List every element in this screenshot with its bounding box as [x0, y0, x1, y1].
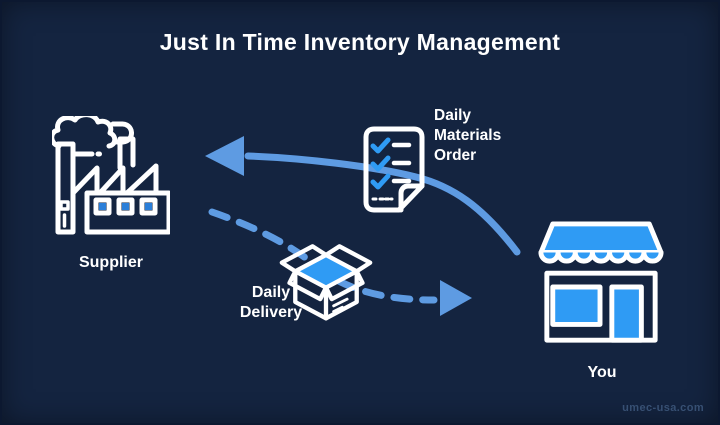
delivery-label-line: Daily: [251, 284, 291, 301]
watermark: umec-usa.com: [622, 402, 704, 414]
left-arrowhead-icon: [205, 136, 244, 176]
right-arrowhead-icon: [440, 280, 472, 316]
order-flow-arrow: [205, 136, 521, 256]
daily-materials-order-label: Daily Materials Order: [434, 106, 501, 166]
open-box-icon: [279, 244, 373, 321]
storefront-icon: [538, 221, 664, 343]
you-label: You: [587, 364, 617, 381]
order-label-line: Order: [434, 147, 477, 164]
page-title: Just In Time Inventory Management: [159, 29, 561, 55]
daily-delivery-label: Daily Delivery: [228, 283, 314, 323]
delivery-label-line: Delivery: [239, 304, 303, 321]
order-label-line: Daily: [434, 107, 472, 124]
supplier-label: Supplier: [78, 254, 143, 271]
checklist-document-icon: [363, 126, 425, 213]
order-label-line: Materials: [434, 127, 502, 144]
factory-icon: [52, 116, 170, 235]
